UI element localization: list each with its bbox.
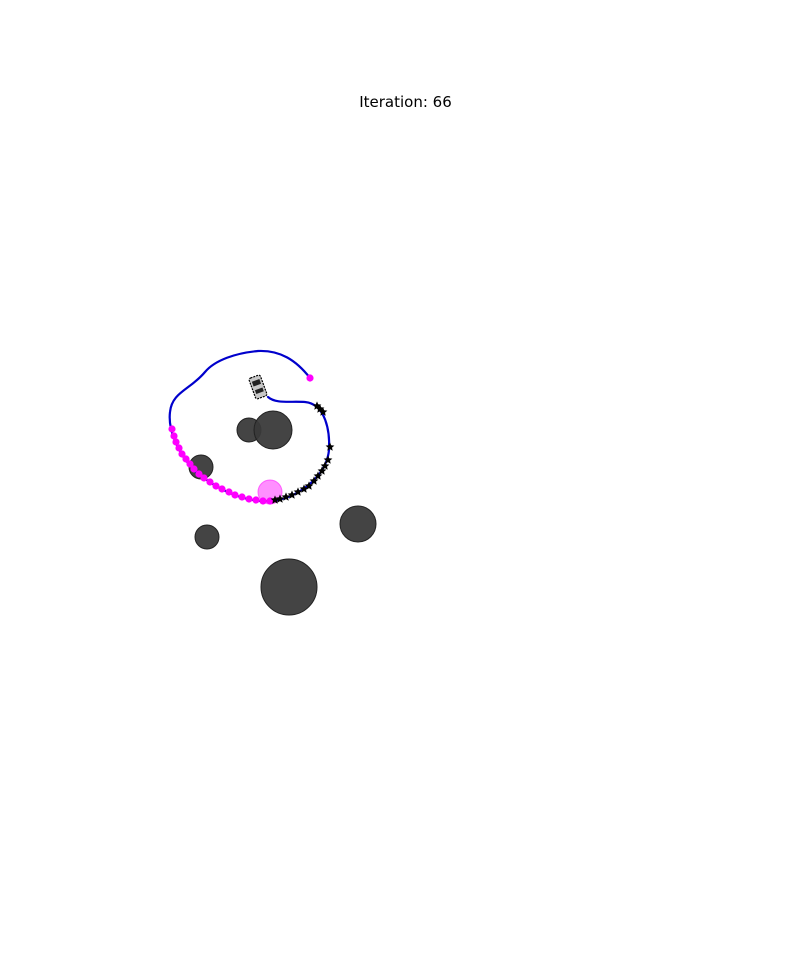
star-marker <box>275 494 285 503</box>
obstacle-circle <box>260 558 318 616</box>
star-marker <box>309 476 319 485</box>
star-marker <box>320 461 330 470</box>
star-marker <box>317 466 327 475</box>
star-marker <box>281 492 291 501</box>
star-marker <box>325 442 335 451</box>
star-marker <box>323 455 333 464</box>
star-marker <box>318 407 328 416</box>
waypoint-dot <box>252 496 260 504</box>
stars-layer <box>270 401 335 504</box>
waypoint-dot <box>178 450 186 458</box>
star-marker <box>313 471 323 480</box>
waypoint-dot <box>186 460 194 468</box>
waypoint-dot <box>170 432 178 440</box>
waypoint-dot <box>168 425 176 433</box>
star-marker <box>287 490 297 499</box>
figure-title: Iteration: 66 <box>359 93 452 111</box>
car-windshield <box>251 379 262 387</box>
star-marker <box>270 495 280 504</box>
car-icon <box>248 374 268 400</box>
waypoint-dot <box>259 497 267 505</box>
obstacle-circle <box>339 505 377 543</box>
car-rear-window <box>254 387 264 395</box>
obstacle-circle <box>194 524 220 550</box>
waypoint-dot <box>190 465 198 473</box>
waypoint-dot <box>238 493 246 501</box>
waypoint-dot <box>195 470 203 478</box>
vehicle-layer <box>248 374 268 400</box>
obstacles-layer <box>188 410 377 616</box>
waypoint-dot <box>245 495 253 503</box>
waypoint-dot <box>212 482 220 490</box>
waypoint-dot <box>172 438 180 446</box>
waypoint-dot <box>182 455 190 463</box>
waypoint-dot <box>231 491 239 499</box>
car-body <box>248 374 268 400</box>
waypoint-dot <box>306 374 314 382</box>
waypoint-dot <box>206 478 214 486</box>
waypoint-dot <box>218 485 226 493</box>
waypoint-dot <box>175 444 183 452</box>
obstacle-circle <box>253 410 293 450</box>
waypoint-dot <box>200 474 208 482</box>
waypoint-dot <box>225 488 233 496</box>
